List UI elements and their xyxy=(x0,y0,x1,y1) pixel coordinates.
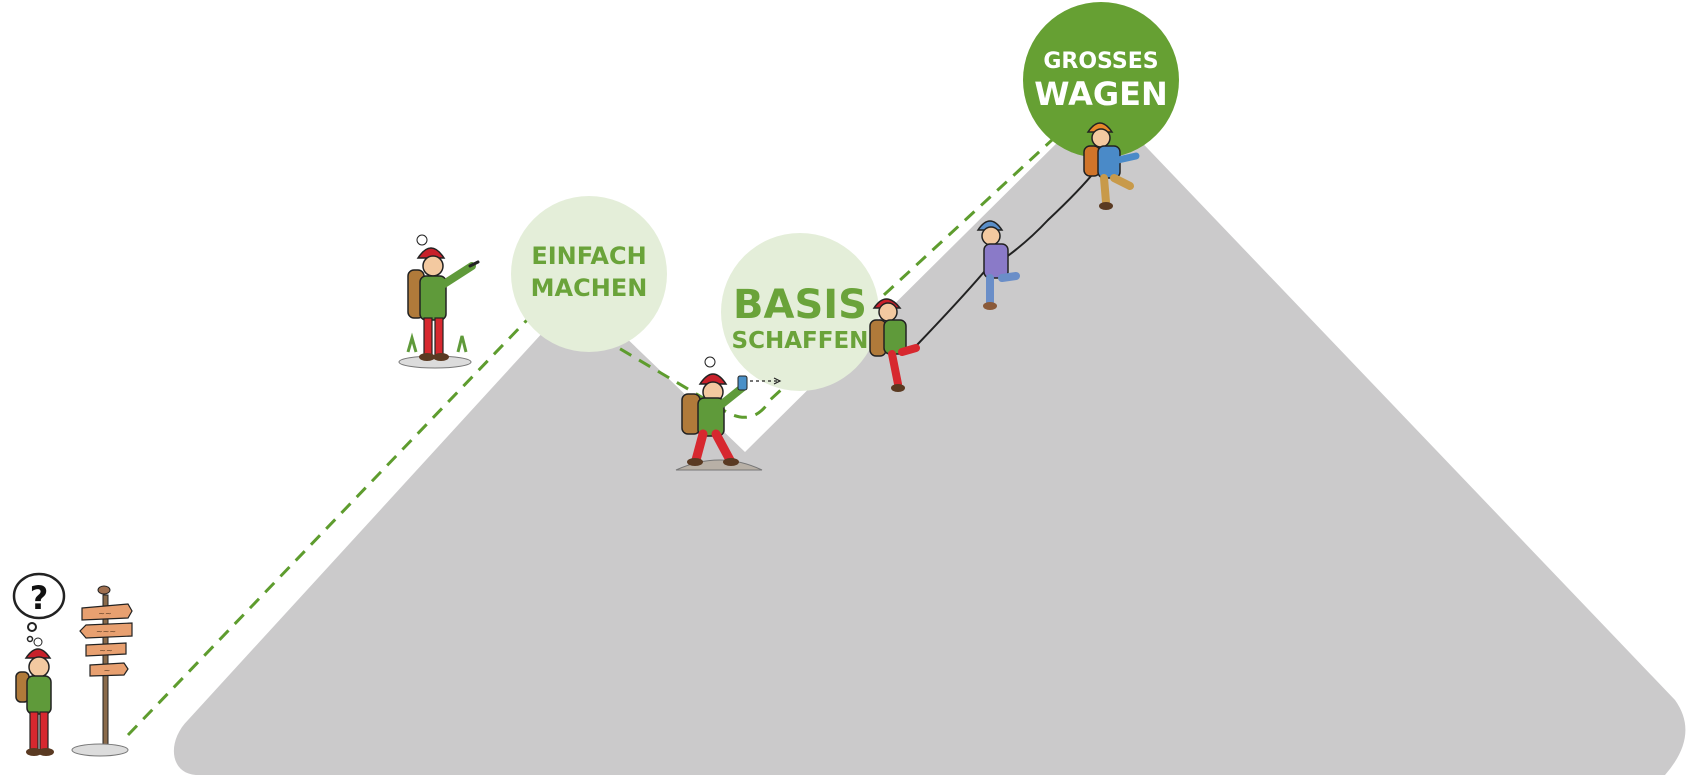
stage-einfach-line2: MACHEN xyxy=(531,274,648,302)
pointing-hiker-illustration xyxy=(398,234,480,369)
climber-blue-helmet xyxy=(976,220,1020,310)
hiker-confused xyxy=(15,637,54,756)
compass-icon xyxy=(737,375,748,391)
climbing-rope xyxy=(915,169,1097,347)
thought-bubble-symbol: ? xyxy=(30,579,49,617)
signpost-icon: ~~ ~~~ ~~ ~ xyxy=(71,585,133,757)
stage-grosses-wagen: GROSSES WAGEN xyxy=(1023,2,1179,158)
rope-team-illustration xyxy=(869,122,1140,392)
stage-basis-line1: BASIS xyxy=(733,282,867,328)
signpost-sign-4: ~ xyxy=(104,666,111,675)
climber-orange-helmet xyxy=(1083,122,1140,210)
stage-grosses-line2: WAGEN xyxy=(1034,75,1168,113)
thought-bubble-icon: ? xyxy=(12,572,66,643)
mountain-shape xyxy=(173,120,1686,775)
signpost-sign-1: ~~ xyxy=(98,609,111,618)
signpost-sign-3: ~~ xyxy=(99,646,112,655)
stage-basis-schaffen: BASIS SCHAFFEN xyxy=(721,233,879,391)
stage-einfach-line1: EINFACH xyxy=(531,242,646,270)
signpost-sign-2: ~~~ xyxy=(96,627,116,636)
stage-grosses-line1: GROSSES xyxy=(1043,49,1158,74)
compass-hiker-illustration xyxy=(675,356,782,471)
stage-basis-line2: SCHAFFEN xyxy=(732,328,869,354)
climber-red-helmet xyxy=(869,298,920,392)
stage-einfach-machen: EINFACH MACHEN xyxy=(511,196,667,352)
confused-hiker-illustration: ? ~~ ~~~ ~~ ~ xyxy=(12,572,133,757)
